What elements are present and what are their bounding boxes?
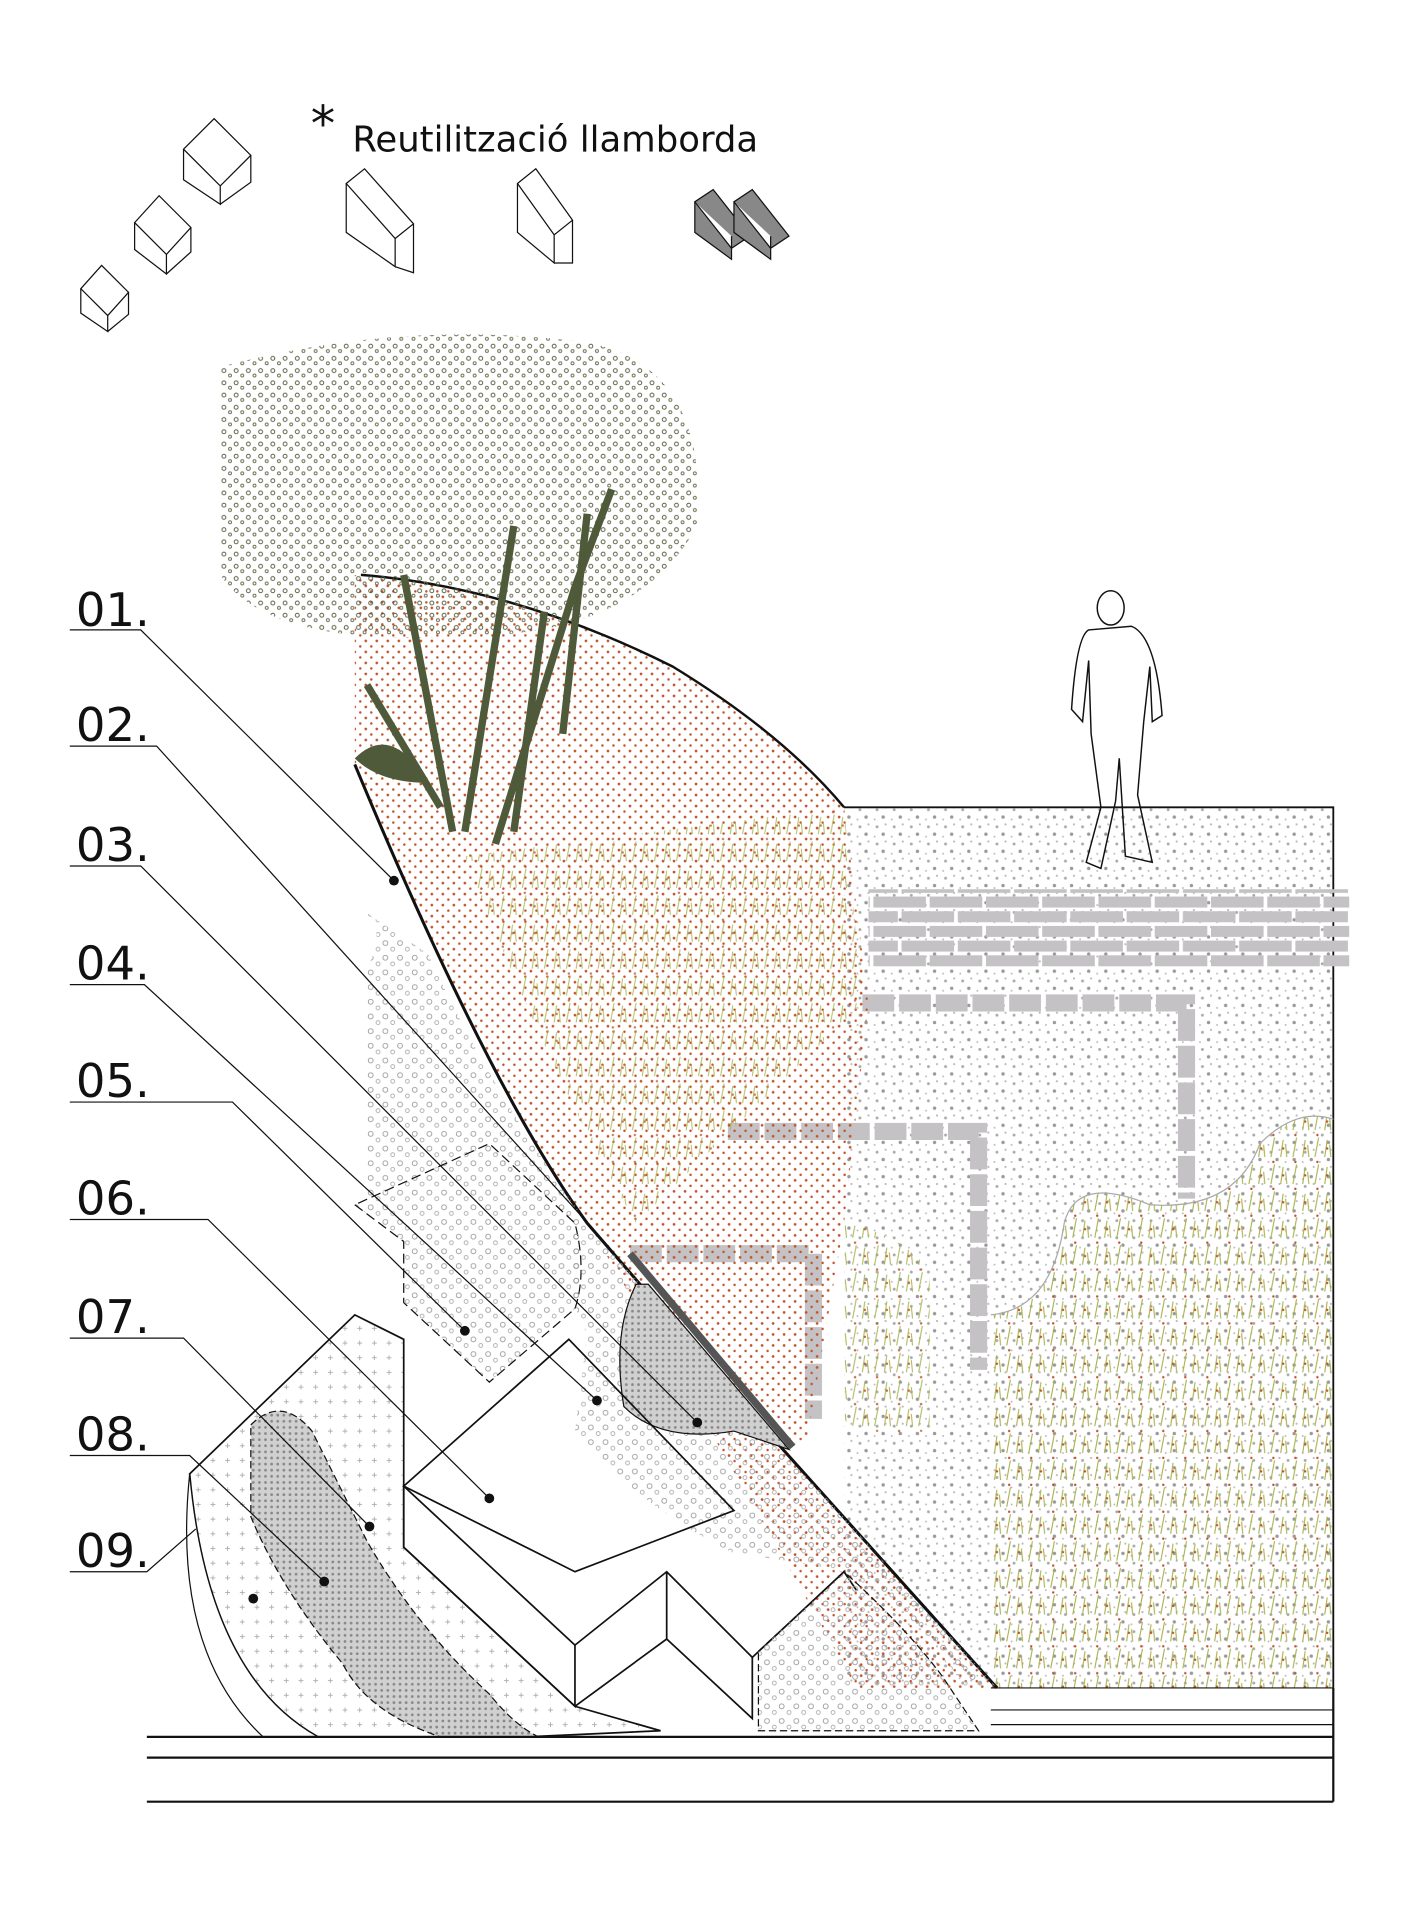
label-05: 05. — [76, 1054, 150, 1108]
label-dots — [248, 875, 703, 1604]
leader-lines — [69, 629, 698, 1582]
tree — [220, 334, 699, 846]
legend-asterisk: * — [311, 96, 335, 153]
label-09: 09. — [76, 1524, 150, 1578]
paver-course-top — [868, 889, 1350, 969]
person-figure — [1070, 590, 1163, 870]
label-01: 01. — [76, 583, 150, 637]
label-08: 08. — [76, 1408, 150, 1462]
ground-lines — [146, 1687, 1335, 1803]
planted-terrace — [990, 1116, 1334, 1688]
label-06: 06. — [76, 1172, 150, 1226]
legend-title: Reutilització llamborda — [352, 120, 758, 161]
paver-legend: * Reutilització llamborda — [79, 96, 790, 333]
paver-block-icons — [79, 117, 790, 333]
label-07: 07. — [76, 1290, 150, 1344]
label-03: 03. — [76, 818, 150, 872]
label-02: 02. — [76, 698, 150, 752]
label-04: 04. — [76, 937, 150, 991]
slope-edge — [353, 763, 999, 1689]
layer-labels: 01. 02. 03. 04. 05. 06. 07. 08. 09. — [76, 583, 150, 1578]
